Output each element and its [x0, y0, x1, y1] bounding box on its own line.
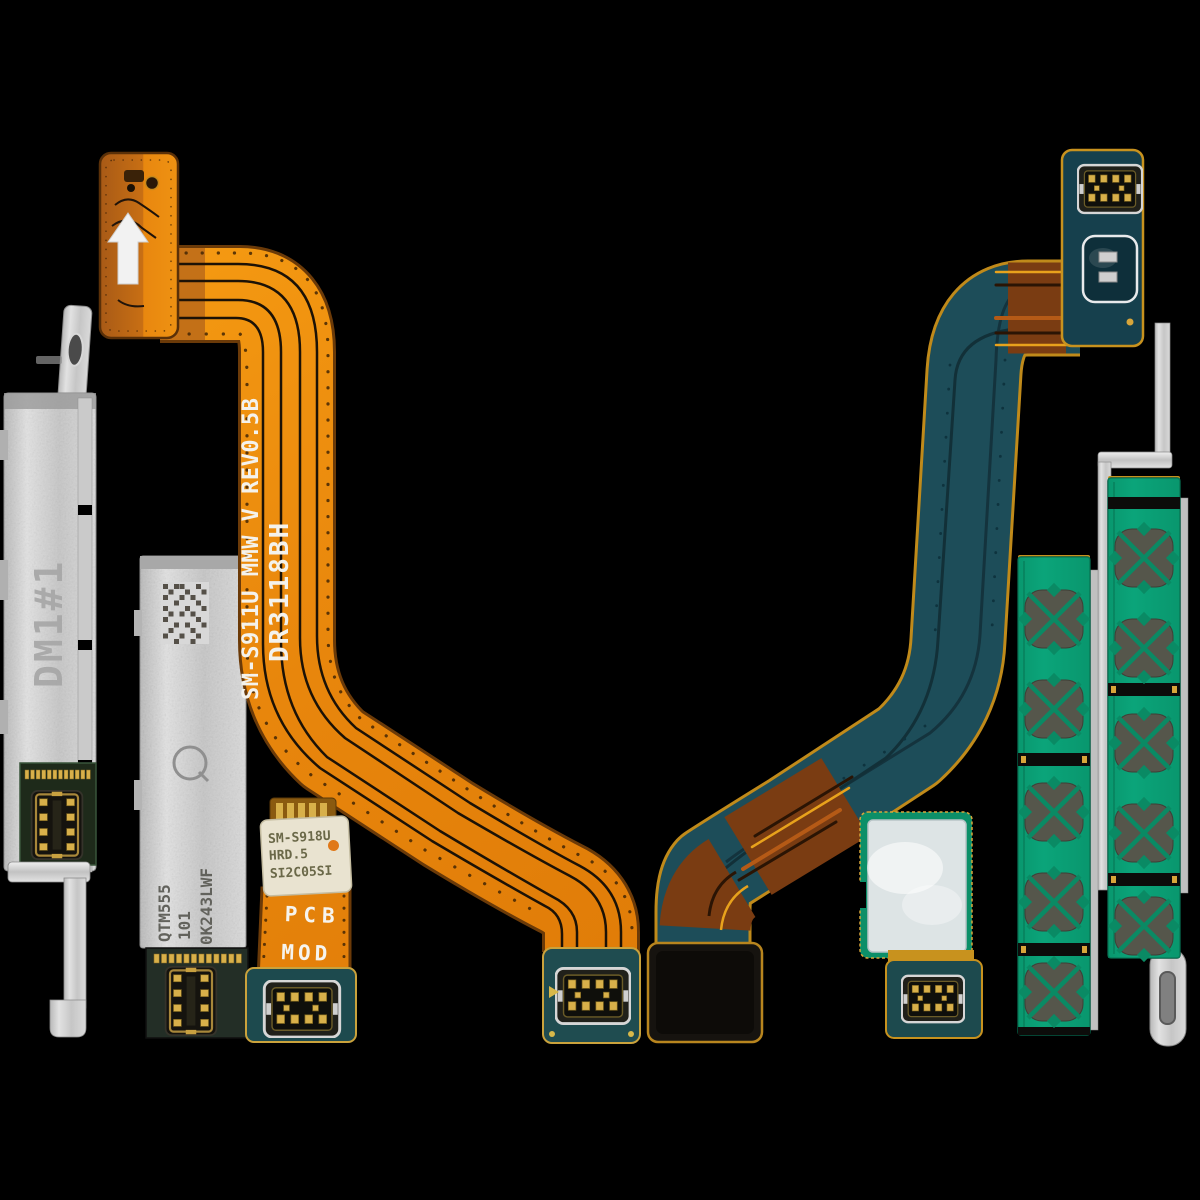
pcb-mod-label-line1: SM-S918U: [268, 829, 331, 847]
qtm555-datamatrix-code: [161, 582, 209, 644]
flex-board-connector: [555, 966, 631, 1026]
pcb-mod-word2: MOD: [281, 940, 332, 966]
flex-marking-line1: SM-S911U MMW V REV0.5B: [239, 398, 264, 700]
bracket-screw-hole: [66, 332, 84, 367]
qtm555-marking-1: QTM555: [155, 884, 174, 942]
pcb-mod-word1: PCB: [284, 902, 341, 928]
antenna-strip-b: [1108, 476, 1180, 962]
pcb-mod-board: [245, 967, 357, 1043]
copper-section-top: [994, 262, 1070, 354]
sticker-flex-connector: [901, 974, 965, 1024]
sticker-flex-board: [885, 959, 983, 1039]
circuit-traces: [165, 262, 623, 950]
flex-top-pad: [98, 151, 180, 340]
label-orange-dot: [327, 840, 339, 852]
teal-via-dots: [808, 358, 1007, 802]
pcb-mod-body: [256, 886, 352, 982]
pcb-mod-via-dots: [261, 894, 346, 974]
pad-component-icon: [124, 170, 160, 192]
sticker-flex-module: [856, 811, 983, 1039]
teal-pad-connector: [1077, 163, 1143, 215]
qualcomm-logo: [172, 745, 210, 783]
copper-section-bottom: [659, 838, 758, 933]
bracket-bottom-tab: [1149, 947, 1187, 1047]
dm1-marking: DM1#1: [27, 559, 71, 688]
pcb-mod-label-line3: SI2C05SI: [270, 864, 333, 882]
qtm555-marking-2: 101: [175, 911, 194, 940]
bracket-slot-hole: [1159, 971, 1176, 1025]
main-flex-cable: SM-S911U MMW V REV0.5B DR3118BH: [98, 151, 641, 1044]
pcb-mod-label-line2: HRD.5: [269, 847, 309, 864]
pcb-mod-flex: PCB MOD SM-S918U HRD.5 SI2C05SI: [245, 797, 357, 1043]
flex-marking-line2: DR3118BH: [265, 521, 295, 662]
flex-ribbon: [160, 248, 637, 978]
right-mmw-flex-cable: [646, 148, 1145, 1044]
teal-pad-component: [1081, 234, 1139, 304]
teal-bottom-terminal: [646, 941, 764, 1044]
dm1-bracket: DM1#1: [0, 304, 97, 1038]
antenna-strip-a: [1018, 555, 1099, 1036]
teal-top-pad: [1060, 148, 1145, 348]
dm1-bracket-top-tab: [57, 304, 93, 405]
qtm555-board: [145, 947, 249, 1039]
flex-bottom-board: [542, 947, 641, 1044]
direction-up-arrow-icon: [107, 212, 149, 285]
dm1-board: [19, 762, 97, 866]
qtm555-module: QTM555 101 0K243LWF: [134, 555, 249, 1039]
dm1-board-connector: [30, 790, 84, 860]
pcb-mod-label: SM-S918U HRD.5 SI2C05SI: [259, 815, 353, 897]
pcb-mod-board-connector: [262, 980, 342, 1038]
qtm555-marking-3: 0K243LWF: [197, 868, 216, 945]
dm1-bracket-lower-arm: [7, 861, 91, 1038]
copper-section-mid: [724, 758, 869, 895]
qtm555-board-connector: [164, 966, 218, 1036]
